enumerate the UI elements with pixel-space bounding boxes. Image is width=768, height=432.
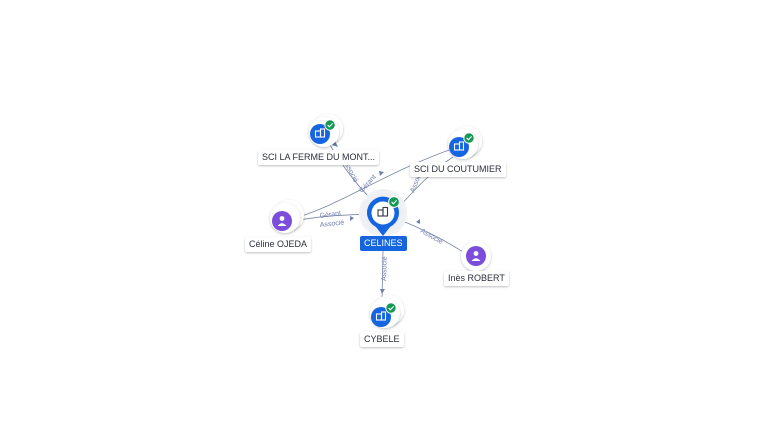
node-label-sci-coutumier[interactable]: SCI DU COUTUMIER	[410, 162, 506, 177]
verified-check-icon	[388, 196, 400, 208]
edge-ines-center	[399, 219, 467, 255]
node-sci-ferme[interactable]	[309, 114, 343, 147]
building-icon	[377, 206, 389, 217]
center-label-celines[interactable]: CELINES	[360, 236, 407, 251]
edge-celine-coutumier	[297, 147, 456, 218]
edge-label-center-cybele: Associé	[381, 256, 389, 281]
edge-label-ines-center: Associé	[419, 228, 444, 246]
node-label-cybele[interactable]: CYBELE	[360, 332, 404, 347]
node-center-celines[interactable]	[359, 189, 407, 237]
edge-arrow	[379, 171, 384, 176]
node-ines-robert[interactable]	[461, 241, 491, 271]
building-icon	[453, 141, 465, 151]
building-icon	[314, 128, 326, 138]
verified-check-icon	[463, 132, 475, 144]
edge-center-cybele	[381, 249, 384, 304]
edge-arrow	[416, 219, 420, 224]
verified-check-icon	[324, 119, 336, 131]
edge-arrow	[332, 141, 338, 147]
node-sci-coutumier[interactable]	[448, 126, 482, 159]
edge-arrow	[380, 289, 385, 294]
edge-label-celine-center-1: Gérant	[319, 210, 341, 220]
node-cybele[interactable]	[370, 295, 404, 328]
node-label-sci-ferme[interactable]: SCI LA FERME DU MONT...	[258, 150, 380, 165]
building-icon	[375, 311, 387, 321]
edge-label-celine-center-2: Associé	[319, 219, 344, 229]
node-label-ines-robert[interactable]: Inès ROBERT	[444, 271, 509, 286]
edge-arrow	[350, 216, 354, 221]
person-icon	[277, 216, 287, 226]
node-label-celine-ojeda[interactable]: Céline OJEDA	[245, 237, 312, 252]
person-icon	[471, 251, 481, 261]
node-celine-ojeda[interactable]	[270, 200, 304, 233]
verified-check-icon	[385, 302, 397, 314]
